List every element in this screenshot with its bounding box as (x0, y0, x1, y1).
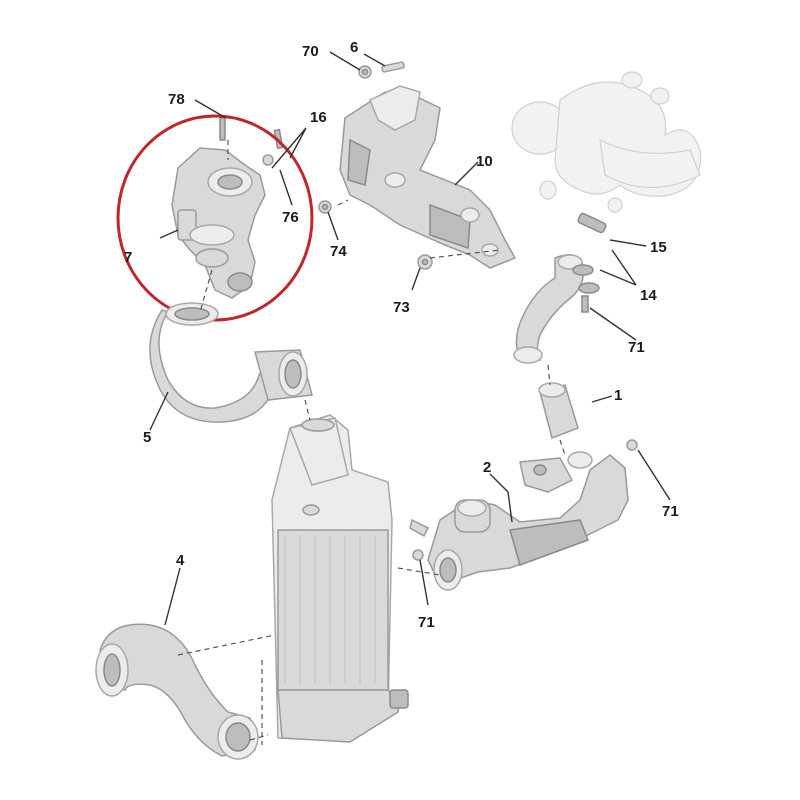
callout-15: 15 (650, 239, 667, 256)
turbo-outlet-pipe (513, 212, 607, 440)
callout-74: 74 (330, 243, 347, 260)
callout-1: 1 (614, 387, 622, 404)
callout-4: 4 (176, 552, 185, 569)
leader-lines (149, 51, 671, 626)
callout-76: 76 (282, 209, 299, 226)
part-10-bracket (339, 85, 517, 269)
fasteners-lower (409, 295, 638, 561)
intercooler (271, 414, 409, 743)
callout-5: 5 (143, 429, 151, 446)
callout-10: 10 (476, 153, 493, 170)
part-5-hose (149, 302, 313, 423)
callout-73: 73 (393, 299, 410, 316)
callout-71-right: 71 (662, 503, 679, 520)
callout-78: 78 (168, 91, 185, 108)
callout-14: 14 (640, 287, 657, 304)
callout-6: 6 (350, 39, 358, 56)
callout-2: 2 (483, 459, 491, 476)
callout-labels: 1 2 4 5 6 7 10 14 15 16 70 71 71 71 73 7… (124, 39, 679, 631)
turbocharger-ghost (511, 71, 702, 213)
callout-70: 70 (302, 43, 319, 60)
callout-71-lower: 71 (418, 614, 435, 631)
callout-71-upper: 71 (628, 339, 645, 356)
part-2-pipe (427, 451, 629, 591)
part-7-throttle-assembly (171, 117, 284, 299)
alignment-lines (177, 140, 566, 745)
fasteners-top (318, 61, 433, 270)
callout-7: 7 (124, 249, 132, 266)
part-4-hose (95, 623, 259, 760)
callout-16: 16 (310, 109, 327, 126)
